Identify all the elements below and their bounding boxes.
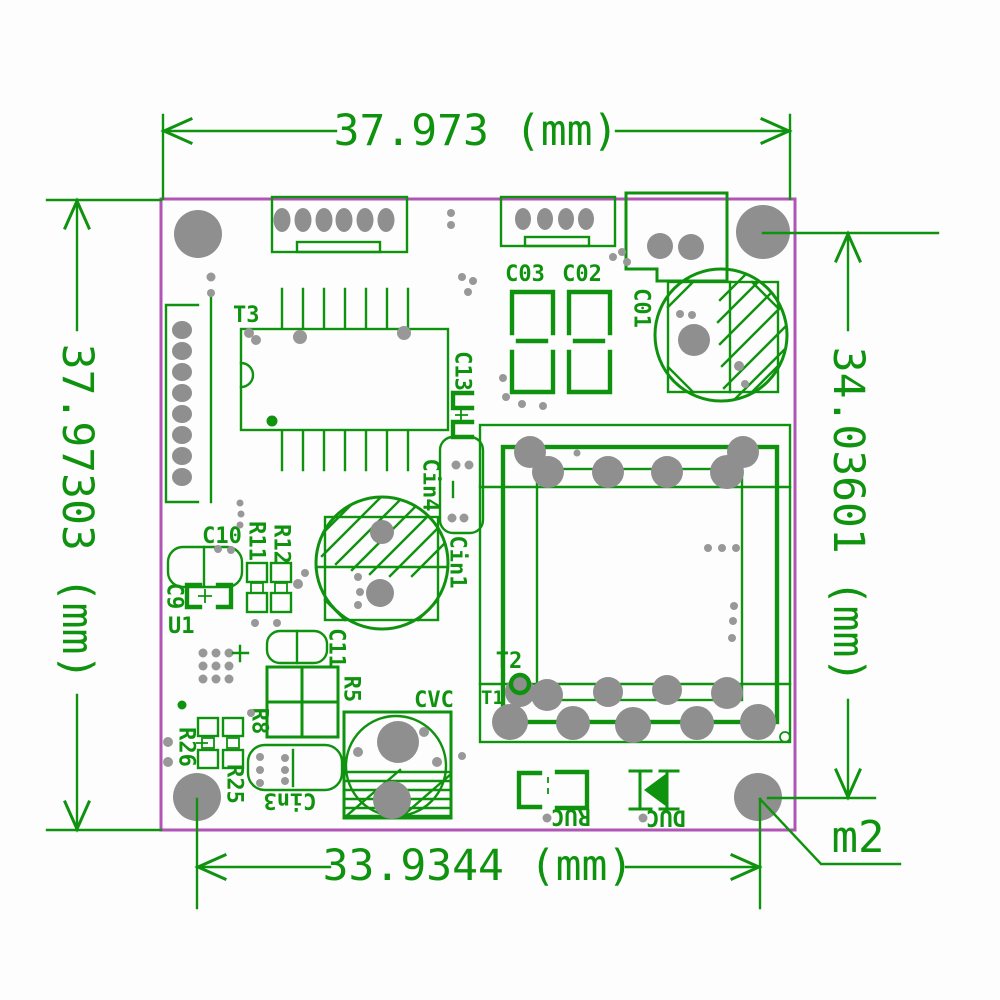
component-c10: C10 — [166, 524, 244, 589]
label-cin3: Cin3 — [264, 788, 317, 813]
label-r26: R26 — [174, 727, 199, 767]
component-cvc: CVC — [342, 688, 454, 820]
label-c03: C03 — [505, 262, 545, 287]
label-duc: DUC — [646, 805, 686, 830]
component-r5: R5 — [265, 665, 364, 739]
component-c13: C13 — [450, 351, 475, 440]
component-cin4: Cin4 — [418, 435, 485, 535]
connector-left-edge — [164, 295, 213, 504]
label-r5: R5 — [339, 676, 364, 703]
label-r25: R25 — [222, 764, 247, 804]
dimension-top: 37.973 (mm) — [160, 106, 793, 201]
component-r12: R12 — [269, 524, 303, 614]
crosshair-mark — [231, 644, 250, 663]
ic-t3: T3 — [233, 287, 450, 472]
label-c13: C13 — [450, 351, 475, 391]
copyright-ring — [779, 731, 791, 743]
label-c11: C11 — [324, 628, 349, 668]
label-t3: T3 — [233, 303, 260, 328]
mounting-hole-bottom-left — [173, 773, 221, 821]
label-c10: C10 — [202, 524, 242, 549]
scattered-vias — [206, 209, 631, 760]
label-cin4: Cin4 — [418, 459, 443, 512]
label-ruc: RUC — [551, 804, 591, 829]
component-c9: C9 — [162, 583, 234, 610]
dimension-right-value: 34.03601 (mm) — [823, 347, 873, 684]
capacitor-cin1: Cin1 — [301, 495, 470, 631]
component-c11: C11 — [251, 619, 349, 668]
dimension-right: 34.03601 (mm) — [761, 230, 940, 801]
capacitor-top-right — [653, 267, 789, 403]
label-c01: C01 — [629, 288, 654, 328]
component-duc: DUC — [628, 769, 686, 830]
component-c01: C01 — [624, 191, 729, 328]
dimension-left: 37.97303 (mm) — [45, 197, 163, 833]
component-c02: C02 — [562, 262, 613, 395]
dimension-top-value: 37.973 (mm) — [334, 106, 619, 156]
connector-top-middle — [499, 195, 617, 248]
label-c9: C9 — [162, 583, 187, 610]
t2-ring — [508, 672, 532, 696]
component-ruc: RUC — [516, 769, 591, 829]
component-r11: R11 — [244, 521, 269, 614]
board-outline — [159, 197, 797, 832]
component-c03: C03 — [505, 262, 556, 395]
label-t2: T2 — [496, 649, 523, 674]
label-u1: U1 — [168, 614, 195, 639]
dimension-bottom: 33.9344 (mm) — [194, 797, 763, 910]
label-cin1: Cin1 — [445, 536, 470, 589]
mount-callout-m2: m2 — [758, 797, 902, 866]
component-r25: R25 — [163, 700, 255, 804]
label-r11: R11 — [244, 521, 269, 561]
transformer-block: T2 T1 — [478, 423, 792, 744]
label-t1: T1 — [481, 687, 504, 709]
via-grid — [198, 644, 250, 684]
component-cin3: Cin3 — [246, 743, 344, 813]
dimension-bottom-value: 33.9344 (mm) — [323, 841, 634, 891]
label-r12: R12 — [269, 524, 294, 564]
label-cvc: CVC — [414, 688, 454, 713]
mounting-hole-top-left — [174, 210, 222, 258]
connector-top-left — [270, 195, 409, 254]
label-c02: C02 — [562, 262, 602, 287]
mount-callout-label: m2 — [832, 812, 885, 863]
component-r26: R26 — [174, 716, 220, 770]
dimension-left-value: 37.97303 (mm) — [52, 344, 102, 681]
